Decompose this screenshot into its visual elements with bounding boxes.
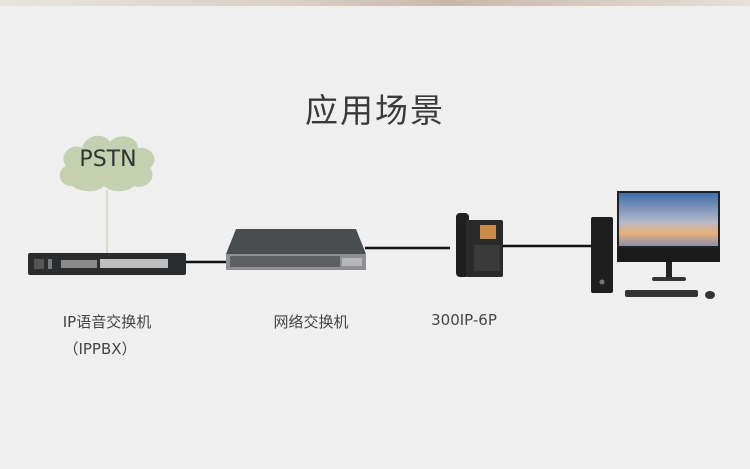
page-title: 应用场景 <box>305 91 445 130</box>
ippbx-label: IP语音交换机 <box>62 313 152 331</box>
ip-phone-icon <box>456 213 503 277</box>
ippbx-sublabel: （IPPBX） <box>63 340 137 358</box>
ippbx-device-icon <box>28 253 186 275</box>
desktop-pc-icon <box>591 191 720 299</box>
network-switch-label: 网络交换机 <box>273 313 349 331</box>
ip-phone-label: 300IP-6P <box>431 311 497 329</box>
pstn-label: PSTN <box>79 147 137 172</box>
top-banner-strip <box>0 0 750 6</box>
network-switch-icon <box>226 229 366 270</box>
pstn-cloud-icon <box>59 135 155 192</box>
